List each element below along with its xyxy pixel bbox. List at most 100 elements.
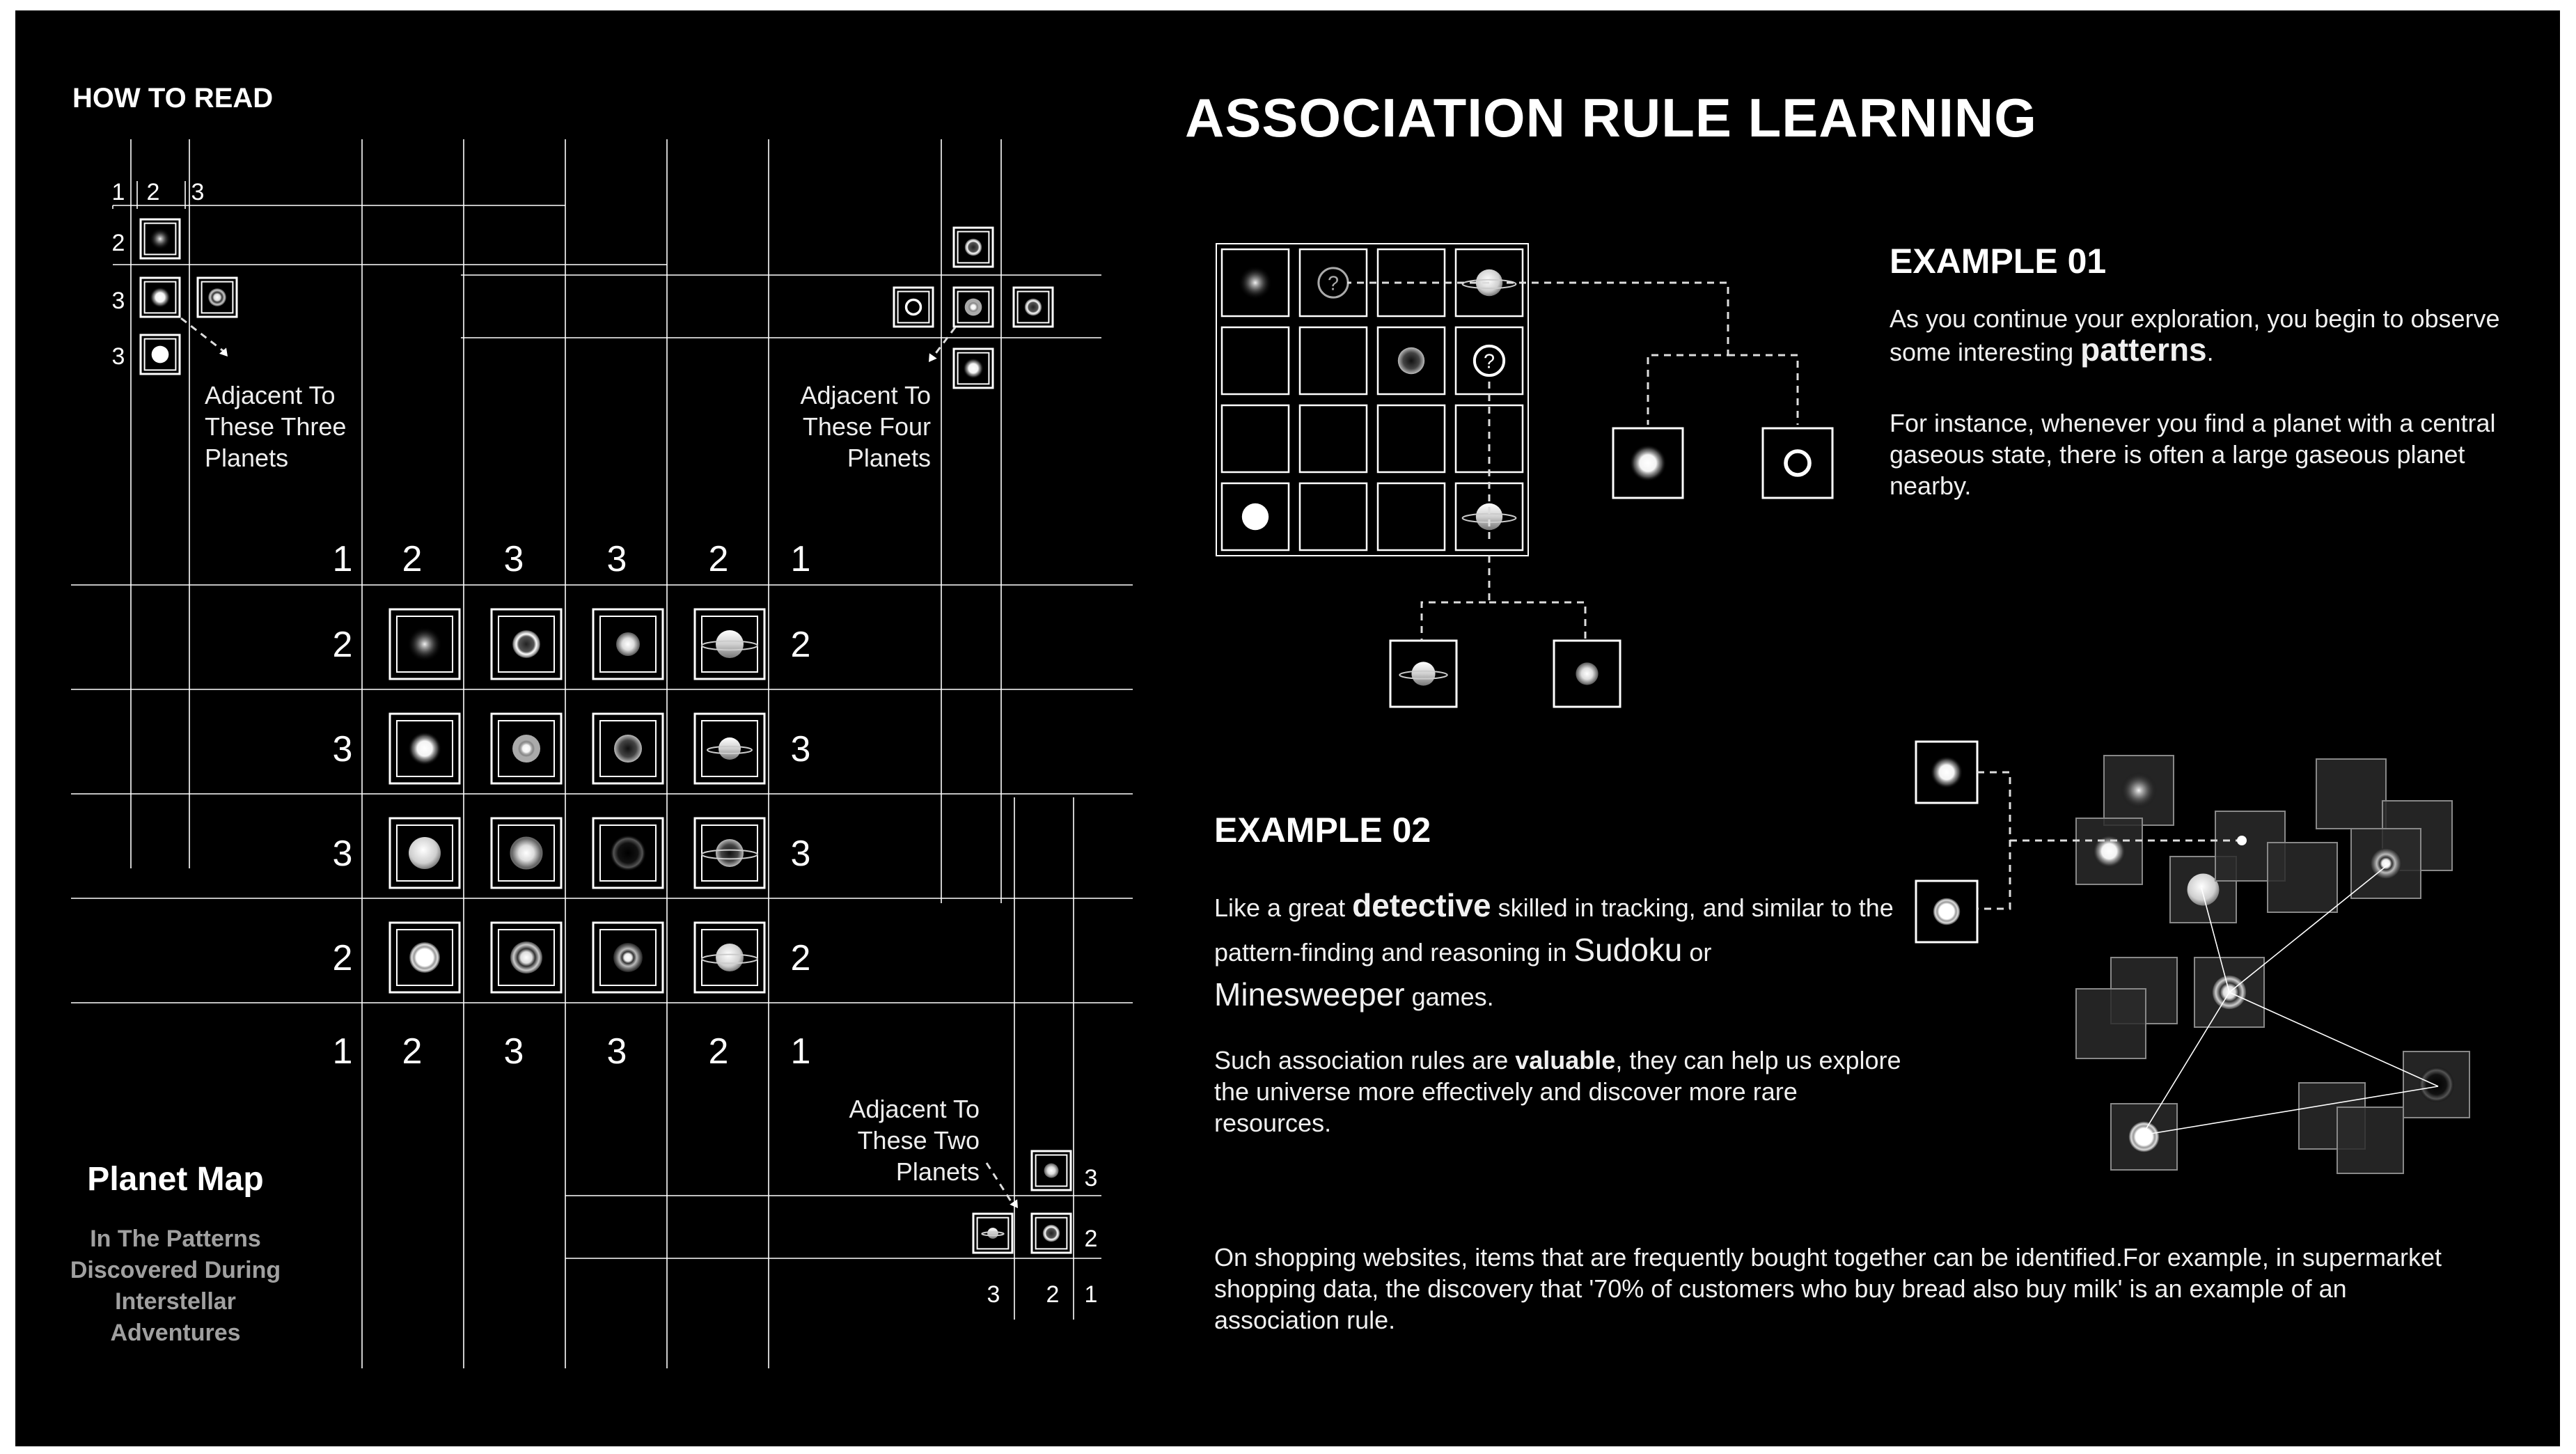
grid-top-number: 3 — [504, 539, 524, 579]
node-frame — [2316, 758, 2387, 829]
planet-bright-core-icon — [2092, 834, 2126, 868]
cell-inner-frame — [599, 616, 657, 673]
cell-frame — [1298, 404, 1368, 474]
planet-shape — [409, 942, 440, 973]
cell-inner-frame — [599, 824, 657, 882]
planet-shape — [409, 837, 441, 869]
subtitle-line: Adventures — [110, 1320, 241, 1346]
planet-map-subtitle: In The Patterns Discovered During Inters… — [64, 1224, 287, 1349]
planet-cell — [592, 817, 664, 889]
planet-dark-core-icon — [614, 735, 642, 763]
grid-top-number: 3 — [607, 539, 627, 579]
planet-map-title: Planet Map — [87, 1161, 264, 1198]
cell-inner-frame — [498, 824, 555, 882]
caption-adjacent-four: Adjacent To These Four Planets — [739, 380, 931, 474]
planet-shape — [963, 358, 984, 379]
planet-shape — [707, 745, 753, 755]
ex1-text-end: . — [2206, 338, 2214, 366]
grid-bottom-number: 3 — [607, 1031, 627, 1072]
planet-ring-icon — [1024, 298, 1042, 316]
cell-inner-frame — [143, 338, 177, 371]
ex1-emphasis-patterns: patterns — [2080, 331, 2207, 368]
planet-cell — [1220, 326, 1290, 396]
cell-inner-frame — [1016, 290, 1050, 324]
planet-small-core-icon — [1044, 1163, 1059, 1178]
grid-top-number: 2 — [709, 539, 729, 579]
example-01-paragraph-1: As you continue your exploration, you be… — [1890, 303, 2502, 368]
planet-shape — [718, 737, 741, 760]
planet-shape — [1241, 503, 1269, 531]
planet-dark-ring-icon — [2418, 1066, 2455, 1103]
graph-edge — [2142, 992, 2230, 1136]
planet-ringed-bright-icon — [701, 944, 758, 971]
grid-lines — [71, 139, 1133, 1368]
planet-shape — [1024, 298, 1042, 316]
planet-shape — [614, 735, 642, 763]
planet-shape — [1629, 444, 1667, 482]
planet-ring-icon — [964, 238, 982, 256]
planet-shape — [616, 632, 640, 656]
ex2-p2-text-b: , they can help us explore the universe … — [1214, 1046, 1901, 1137]
planet-shape — [1933, 898, 1961, 925]
cell-inner-frame — [957, 230, 990, 264]
planet-cell — [1298, 326, 1368, 396]
example-01-paragraph-2: For instance, whenever you find a planet… — [1890, 409, 2496, 500]
planet-cell — [1376, 404, 1446, 474]
node-frame — [2337, 1107, 2404, 1174]
planet-ringed-icon — [701, 630, 758, 658]
dashed-connector — [985, 1162, 1012, 1202]
planet-dark-core-icon — [1397, 347, 1425, 375]
number-label: 2 — [1085, 1226, 1098, 1252]
planet-shape — [701, 953, 758, 964]
planet-shape — [510, 836, 543, 870]
grid-bottom-number: 2 — [709, 1031, 729, 1072]
planet-shape — [1411, 662, 1436, 686]
example-02-node — [2337, 1107, 2404, 1174]
planet-ring-halo-icon — [510, 941, 542, 974]
planet-cell — [1376, 482, 1446, 552]
grid-right-number: 3 — [791, 729, 811, 769]
cell-inner-frame — [498, 720, 555, 777]
ex2-text-b: skilled in tracking, and similar to the … — [1214, 893, 1894, 967]
planet-shape — [2120, 772, 2158, 809]
planet-shape — [968, 302, 979, 313]
page-title: ASSOCIATION RULE LEARNING — [1185, 87, 2037, 148]
cell-inner-frame — [143, 281, 177, 314]
dashed-connector — [180, 317, 225, 353]
planet-bright-core-icon — [408, 732, 441, 765]
example-02-paragraph-2: Such association rules are valuable, the… — [1214, 1045, 1917, 1139]
node-frame — [2350, 828, 2421, 899]
number-label: 1 — [1085, 1281, 1098, 1308]
number-label: 2 — [112, 230, 125, 256]
planet-small-core-icon — [1576, 662, 1599, 685]
cell-frame — [1298, 482, 1368, 552]
planet-ring-hollow-icon — [1784, 449, 1812, 477]
grid-top-number: 1 — [333, 539, 353, 579]
planet-question-dim-icon: ? — [1317, 267, 1349, 299]
grid-bottom-number: 1 — [791, 1031, 811, 1072]
cell-inner-frame — [976, 1217, 1010, 1250]
planet-shape — [511, 838, 542, 868]
planet-cell — [388, 921, 461, 994]
planet-small-core-icon — [616, 632, 640, 656]
planet-ringed-icon — [1399, 662, 1448, 686]
planet-shape — [2370, 847, 2402, 880]
planet-soft-glow-icon — [1239, 266, 1272, 299]
caption-line: Adjacent To — [205, 381, 336, 409]
planet-cell — [490, 921, 563, 994]
planet-ringed-dark-icon — [701, 839, 758, 867]
planet-shape — [904, 298, 922, 316]
planet-ring-icon — [512, 630, 540, 658]
number-label: 3 — [112, 343, 125, 370]
cell-inner-frame — [599, 720, 657, 777]
example-01-grid-frame — [1216, 243, 1529, 556]
planet-soft-glow-icon — [407, 627, 442, 662]
planet-ring-halo-icon — [208, 288, 226, 306]
cell-inner-frame — [701, 929, 758, 986]
planet-shape — [512, 630, 540, 658]
cell-inner-frame — [396, 824, 453, 882]
planet-shape — [510, 941, 542, 974]
planet-shape — [149, 228, 171, 250]
planet-shape — [613, 943, 643, 972]
number-label: 3 — [112, 288, 125, 314]
